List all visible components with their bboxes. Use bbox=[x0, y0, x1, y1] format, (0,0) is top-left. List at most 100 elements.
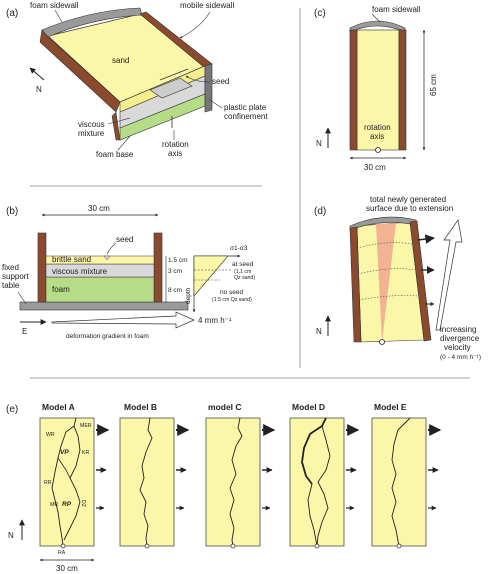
rotation-axis-c bbox=[375, 147, 381, 153]
label-at-seed-sub1: (1.1 cm bbox=[234, 269, 251, 275]
model-c-title: model C bbox=[208, 402, 242, 412]
label-vp: VP bbox=[60, 449, 69, 456]
label-width-c: 30 cm bbox=[364, 163, 386, 172]
leader-seed-a bbox=[185, 75, 211, 83]
model-c: model C bbox=[205, 402, 276, 549]
label-inc1: increasing bbox=[440, 325, 476, 334]
left-wall-c bbox=[349, 29, 358, 151]
label-length-c: 65 cm bbox=[429, 74, 438, 96]
seed-line bbox=[159, 68, 189, 81]
support-table bbox=[19, 301, 189, 311]
label-stress: σ1-σ3 bbox=[230, 245, 248, 252]
north-label-d: N bbox=[316, 327, 322, 336]
label-rotation-c: rotation bbox=[364, 123, 391, 132]
panel-d-tag: (d) bbox=[314, 206, 326, 217]
label-mixture: mixture bbox=[78, 129, 105, 138]
extension-wedge bbox=[376, 223, 396, 342]
label-gradient: deformation gradient in foam bbox=[66, 333, 149, 340]
panel-a: (a) foam sidewall mobile sidewall sand s… bbox=[6, 1, 268, 159]
model-a-box bbox=[39, 417, 95, 547]
label-inc2: divergence bbox=[440, 334, 480, 343]
model-a-crack-main bbox=[51, 417, 77, 547]
model-a-axis bbox=[60, 543, 66, 549]
panel-c: (c) foam sidewall rotation axis 65 cm 30… bbox=[314, 5, 438, 172]
model-a-crack-right bbox=[63, 425, 81, 541]
dotted-arc-1 bbox=[356, 242, 413, 249]
label-depth: depth bbox=[185, 287, 192, 304]
model-d-box bbox=[289, 417, 345, 547]
label-axis-a: axis bbox=[168, 149, 182, 158]
label-total2: surface due to extension bbox=[366, 204, 453, 213]
right-wall-c bbox=[398, 29, 407, 151]
model-e-title: Model E bbox=[374, 402, 407, 412]
label-inc4: (0 - 4 mm h⁻¹) bbox=[440, 354, 481, 361]
label-at-seed-sub2: Qz sand) bbox=[234, 275, 255, 281]
plastic-plate bbox=[204, 63, 213, 113]
leader-table bbox=[17, 291, 27, 305]
label-foam-b: foam bbox=[52, 285, 70, 294]
north-label-a: N bbox=[36, 85, 42, 94]
leader-seed-b bbox=[106, 242, 117, 255]
sand-c bbox=[356, 29, 400, 151]
layer-sand bbox=[45, 255, 155, 265]
label-h1: 1.5 cm bbox=[168, 257, 188, 264]
label-mr: MR bbox=[50, 502, 58, 508]
dotted-arc-2 bbox=[357, 268, 416, 275]
label-plastic-plate: plastic plate bbox=[224, 103, 267, 112]
label-h2: 3 cm bbox=[168, 268, 182, 275]
right-wall-d bbox=[409, 220, 432, 342]
label-seed-b: seed bbox=[116, 235, 133, 244]
panel-e-tag: (e) bbox=[6, 404, 18, 415]
leader-viscous bbox=[107, 117, 131, 125]
panel-e: (e) Model A WR MER VP KR RR MR RP DZ RA … bbox=[6, 402, 442, 573]
label-kr: KR bbox=[82, 450, 89, 456]
label-width-e: 30 cm bbox=[56, 564, 78, 573]
label-fixed: fixed bbox=[2, 263, 19, 272]
foam-sidewall-c bbox=[349, 20, 406, 33]
north-arrow-a bbox=[29, 67, 45, 81]
model-b-title: Model B bbox=[124, 402, 157, 412]
model-d-title: Model D bbox=[292, 402, 325, 412]
leader-plastic-plate bbox=[209, 99, 223, 109]
label-foam-base: foam base bbox=[96, 150, 134, 159]
panel-b: (b) 30 cm seed brittle sand viscous mixt… bbox=[2, 204, 255, 340]
model-c-crack bbox=[229, 417, 243, 547]
label-seed-a: seed bbox=[212, 77, 229, 86]
model-d-crack-left bbox=[307, 483, 318, 547]
label-brittle-sand: brittle sand bbox=[52, 255, 91, 264]
foam-sidewall-a bbox=[41, 7, 143, 38]
label-wr: WR bbox=[46, 432, 55, 438]
model-c-axis bbox=[230, 543, 236, 549]
label-table: table bbox=[2, 281, 20, 290]
label-confinement: confinement bbox=[224, 112, 268, 121]
leader-foam-sidewall-c bbox=[371, 13, 381, 23]
rotation-axis-d bbox=[379, 339, 385, 345]
model-d: Model D bbox=[289, 402, 360, 549]
label-support: support bbox=[2, 272, 29, 281]
left-wall-d bbox=[349, 226, 362, 343]
label-no-seed: no seed bbox=[220, 289, 244, 296]
leader-foam-sidewall-a bbox=[54, 9, 63, 23]
left-wall-b bbox=[37, 232, 47, 303]
model-a-title: Model A bbox=[42, 402, 75, 412]
label-rotation-a: rotation bbox=[162, 140, 189, 149]
model-e-box bbox=[371, 417, 427, 547]
panel-d: (d) total newly generated surface due to… bbox=[314, 195, 481, 361]
base-edge-a bbox=[111, 111, 121, 141]
panel-b-tag: (b) bbox=[6, 206, 18, 217]
div-arrow-1 bbox=[417, 234, 435, 244]
label-rp: RP bbox=[62, 501, 72, 508]
left-wall-a bbox=[39, 29, 121, 113]
label-velocity-b: 4 mm h⁻¹ bbox=[198, 316, 232, 325]
label-dz: DZ bbox=[80, 500, 86, 507]
gradient-arrow bbox=[51, 311, 195, 329]
label-mer: MER bbox=[80, 423, 92, 429]
label-viscous: viscous bbox=[78, 120, 105, 129]
label-at-seed: at seed bbox=[232, 261, 254, 268]
model-d-crack-right bbox=[316, 425, 331, 547]
increasing-velocity-arrow bbox=[435, 219, 463, 331]
label-total1: total newly generated bbox=[370, 195, 446, 204]
model-e-axis bbox=[396, 543, 402, 549]
model-d-axis bbox=[314, 543, 320, 549]
